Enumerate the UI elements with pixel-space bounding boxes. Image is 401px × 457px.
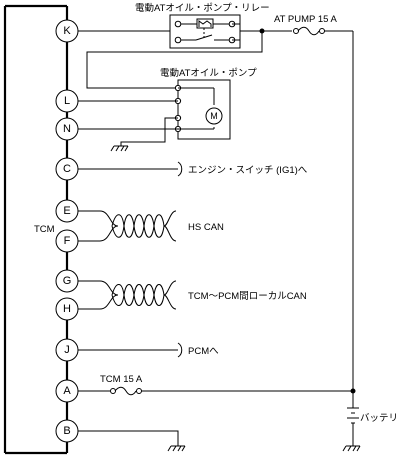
pin-C-label: C	[63, 163, 71, 175]
pin-K-label: K	[63, 25, 71, 37]
fuse-at-pump-label: AT PUMP 15 A	[274, 14, 337, 25]
pin-G: G	[55, 269, 79, 293]
pin-K: K	[55, 19, 79, 43]
twisted-pair-hs-can	[78, 210, 177, 242]
relay: 電動ATオイル・ポンプ・リレー	[135, 3, 270, 49]
fuse-tcm-label: TCM 15 A	[100, 374, 143, 385]
battery-icon	[347, 405, 359, 446]
wire-relay-contact-out	[232, 31, 241, 41]
tcm-label: TCM	[34, 224, 55, 235]
pin-N-label: N	[63, 123, 71, 135]
pin-A-label: A	[63, 385, 71, 397]
pin-J: J	[55, 338, 79, 362]
pin-G-label: G	[63, 275, 72, 287]
pin-H-label: H	[63, 303, 71, 315]
pin-E: E	[55, 199, 79, 223]
pin-N: N	[55, 117, 79, 141]
pin-J-label: J	[64, 344, 70, 356]
fuse-tcm: TCM 15 A	[100, 374, 143, 396]
pin-L-label: L	[64, 95, 70, 107]
local-can-label: TCM～PCM間ローカルCAN	[188, 291, 307, 302]
wire-relay-to-pump	[86, 31, 263, 89]
pin-H: H	[55, 297, 79, 321]
pin-C: C	[55, 157, 79, 181]
hs-can-label: HS CAN	[188, 222, 224, 233]
relay-label: 電動ATオイル・ポンプ・リレー	[135, 3, 270, 14]
pin-B: B	[55, 419, 79, 443]
pin-A: A	[55, 379, 79, 403]
pin-F-label: F	[64, 235, 71, 247]
tcm-module: TCM	[3, 4, 69, 455]
motor-symbol: M	[210, 111, 218, 121]
pin-B-label: B	[63, 425, 70, 437]
ignition-label: エンジン・スイッチ (IG1)へ	[188, 165, 308, 176]
wire-pump-ground	[120, 117, 178, 146]
wire-relay-coil-out	[232, 23, 262, 32]
connector-break-J	[177, 342, 183, 358]
motor-icon: M	[205, 107, 223, 125]
pin-F: F	[55, 229, 79, 253]
fuse-at-pump: AT PUMP 15 A	[274, 14, 337, 36]
pump-label: 電動ATオイル・ポンプ	[160, 68, 257, 79]
pin-L: L	[55, 89, 79, 113]
pcm-label: PCMへ	[188, 346, 219, 357]
wire-B	[78, 430, 179, 446]
ground-icon-tcm	[167, 445, 186, 452]
ground-icon-pump	[110, 145, 129, 152]
ground-icon-battery	[342, 445, 361, 452]
twisted-pair-local-can	[78, 280, 177, 310]
junction-bus	[350, 388, 356, 394]
oil-pump: 電動ATオイル・ポンプ M	[160, 68, 257, 140]
pin-E-label: E	[63, 205, 70, 217]
connector-break-C	[177, 161, 183, 177]
battery-label: バッテリ	[360, 413, 398, 424]
